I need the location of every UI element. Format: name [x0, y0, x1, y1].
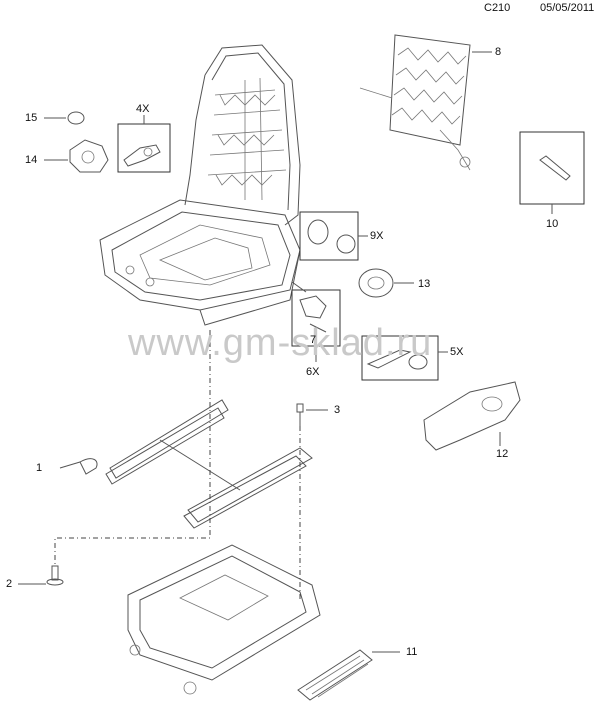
cover-part-13	[358, 268, 414, 298]
lever-box-part-7	[291, 289, 341, 362]
seat-frame-illustration	[99, 44, 301, 326]
callout-leaders	[291, 281, 307, 293]
callout-12: 12	[496, 448, 509, 460]
assembly-guide-lines	[54, 330, 301, 600]
callout-11: 11	[406, 646, 418, 658]
seat-base-frame	[127, 544, 321, 695]
small-parts-left	[44, 111, 171, 173]
callout-4x: 4X	[136, 103, 150, 115]
bolt-part-2	[18, 565, 64, 586]
callout-2: 2	[6, 578, 13, 590]
trim-panel-part-12	[423, 381, 521, 451]
callout-6x: 6X	[306, 366, 320, 378]
callout-1: 1	[36, 462, 43, 474]
rivet-box-part-10	[519, 131, 585, 214]
spring-mat-part-8	[359, 34, 492, 171]
diagram-date: 05/05/2011	[540, 2, 595, 14]
callout-8: 8	[495, 46, 502, 58]
callout-13: 13	[418, 278, 431, 290]
callout-5x: 5X	[450, 346, 464, 358]
callout-7: 7	[310, 334, 317, 346]
diagram-code: C210	[484, 2, 511, 14]
callout-15: 15	[25, 112, 38, 124]
knob-box-part-9x	[299, 211, 368, 261]
handle-box-part-5x	[361, 335, 448, 381]
callout-14: 14	[25, 154, 38, 166]
watermark: www.gm-sklad.ru	[128, 322, 433, 364]
seat-rails	[59, 399, 328, 529]
callout-9x: 9X	[370, 230, 384, 242]
callout-3: 3	[334, 404, 341, 416]
callout-10: 10	[546, 218, 559, 230]
grille-part-11	[297, 649, 400, 701]
